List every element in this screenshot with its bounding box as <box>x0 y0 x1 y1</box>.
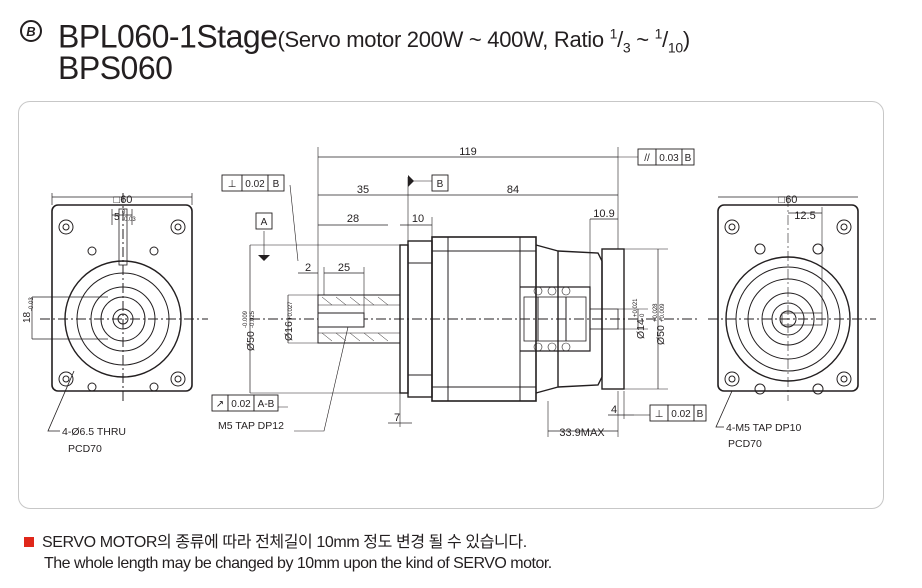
note-korean: SERVO MOTOR의 종류에 따라 전체길이 10mm 정도 변경 될 수 … <box>24 528 527 552</box>
dim-4: 4 <box>611 404 617 416</box>
bullet-square-icon <box>24 537 34 547</box>
right-square-dim: □60 <box>779 194 798 206</box>
runout-value: 0.02 <box>231 399 251 410</box>
perp-right-datum: B <box>697 409 704 420</box>
dia14-dim: Ø14 <box>635 319 647 339</box>
left-pcd-label: PCD70 <box>68 443 102 455</box>
dim-33-9max: 33.9MAX <box>559 427 605 439</box>
right-end-view <box>708 197 876 401</box>
right-holes-label: 4-M5 TAP DP10 <box>726 422 801 434</box>
tap-left-label: M5 TAP DP12 <box>218 420 284 432</box>
dim-25: 25 <box>338 262 350 274</box>
input-section-dim: 35 <box>357 184 369 196</box>
datum-b-label: B <box>437 179 444 190</box>
left-height-tol: -0.03 <box>29 297 35 311</box>
left-key-tol-top: 0 <box>122 210 126 216</box>
dia50-right-tol-a: +0.028 <box>653 303 659 322</box>
dim-10: 10 <box>412 213 424 225</box>
parallel-value: 0.03 <box>659 153 679 164</box>
left-height-dim: 18 <box>22 311 33 323</box>
overall-length-dim: 119 <box>459 146 477 158</box>
series-badge-icon: B <box>20 20 42 42</box>
dia16-dim: Ø16 <box>283 321 295 341</box>
dia14-tol-b: 0 <box>640 313 646 317</box>
dim-10-9: 10.9 <box>593 208 614 220</box>
perp-right-symbol: ⊥ <box>655 409 664 420</box>
left-key-dim: 5 <box>114 212 120 223</box>
perp-right-value: 0.02 <box>671 409 691 420</box>
perp-left-symbol: ⊥ <box>228 179 237 190</box>
perp-left-datum: B <box>273 179 280 190</box>
dim-28: 28 <box>347 213 359 225</box>
model-name-secondary: BPS060 <box>58 50 173 86</box>
datum-a-label: A <box>261 217 268 228</box>
left-key-tol: -0.03 <box>122 217 136 223</box>
runout-symbol: ↗ <box>216 399 224 410</box>
left-square-dim: □60 <box>114 194 133 206</box>
side-view <box>250 236 698 402</box>
right-pcd-label: PCD70 <box>728 438 762 450</box>
dim-2: 2 <box>305 262 311 274</box>
dia14-tol-a: +0.021 <box>633 298 639 317</box>
left-holes-label: 4-Ø6.5 THRU <box>62 426 126 438</box>
model-name: BPL060-1Stage <box>58 18 278 55</box>
spec-text: (Servo motor 200W ~ 400W, Ratio 1/3 ~ 1/… <box>277 26 690 56</box>
perp-left-value: 0.02 <box>245 179 265 190</box>
parallel-symbol: // <box>644 153 650 164</box>
left-end-view <box>40 193 208 401</box>
parallel-datum: B <box>685 153 692 164</box>
dim-7: 7 <box>394 412 400 424</box>
right-offset-dim: 12.5 <box>794 210 815 222</box>
dia16-tol: +0.027 <box>288 301 294 320</box>
page-title: BPL060-1Stage(Servo motor 200W ~ 400W, R… <box>58 16 690 66</box>
dia50-right-tol-b: +0.009 <box>660 303 666 322</box>
output-section-dim: 84 <box>507 184 519 196</box>
drawing-frame <box>18 101 884 509</box>
dia50-left-tol-a: -0.009 <box>243 310 249 328</box>
technical-drawing: □60 5 0 -0.03 18 -0.03 4-Ø6.5 THRU PCD70… <box>22 146 876 455</box>
dia50-left-dim: Ø50 <box>245 331 257 351</box>
runout-datum: A-B <box>258 399 275 410</box>
note-english: The whole length may be changed by 10mm … <box>44 555 552 572</box>
dia50-right-dim: Ø50 <box>655 325 667 345</box>
dia50-left-tol-b: -0.025 <box>250 310 256 328</box>
